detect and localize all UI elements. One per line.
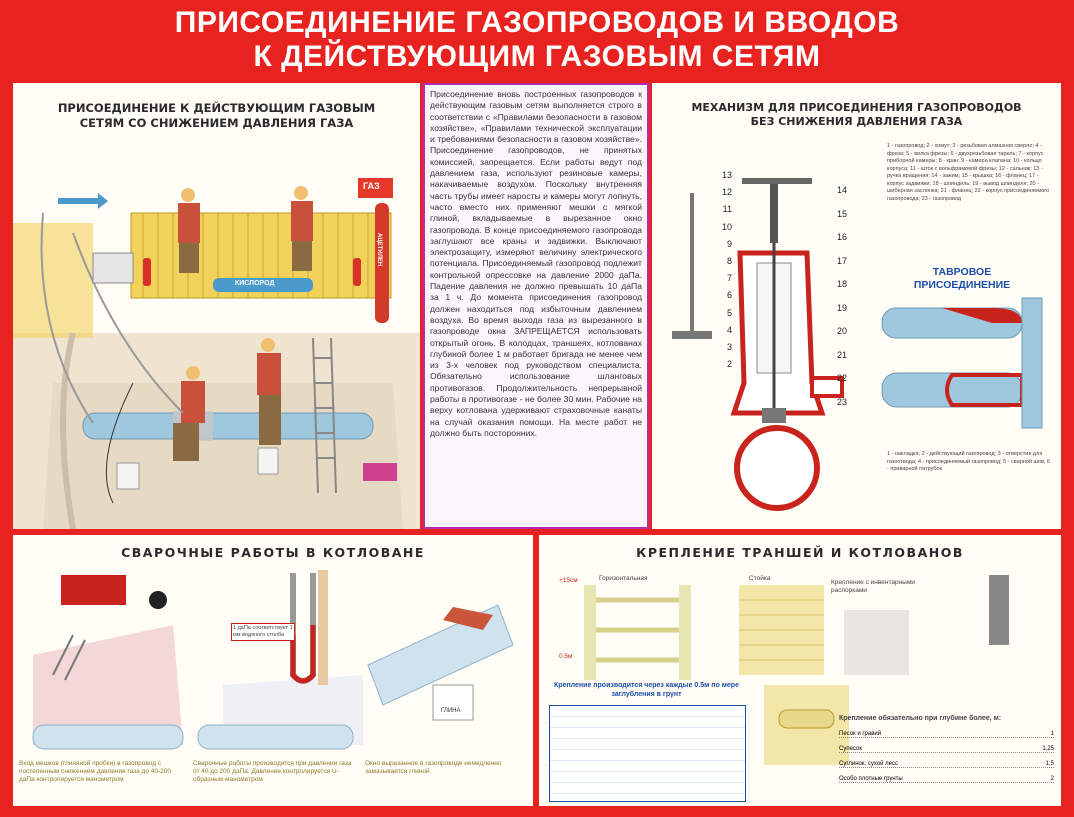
poster-title-line1: ПРИСОЕДИНЕНИЕ ГАЗОПРОВОДОВ И ВВОДОВ: [174, 6, 900, 39]
shoring-table: [549, 705, 746, 802]
label-post: Стойка: [749, 575, 771, 582]
panel-welding: Сварочные работы в котловане ГЛИНА 1 даП…: [13, 535, 533, 806]
mechanism-diagram: [672, 178, 1043, 511]
label-acetylene: АЦЕТИЛЕН: [376, 233, 382, 267]
poster-title: ПРИСОЕДИНЕНИЕ ГАЗОПРОВОДОВ И ВВОДОВ К ДЕ…: [0, 6, 1074, 74]
panel1-header: Присоединение к действующим газовым сетя…: [57, 101, 376, 130]
welding-caption-2: Сварочные работы производятся при давлен…: [193, 760, 352, 783]
tee-legend: 1 - накладка; 2 - действующий газопровод…: [887, 451, 1050, 472]
dim-1: +15см: [559, 577, 578, 584]
shoring-illustration: [584, 575, 1009, 765]
panel3-header: Механизм для присоединения газопроводов …: [691, 101, 1022, 128]
shoring-note: Крепление производится через каждые 0.5м…: [554, 682, 739, 698]
instruction-text: Присоединение вновь построенных газопров…: [423, 83, 649, 529]
mechanism-numbers-right: 14 15 16 17 18 19 20 21 22 23: [837, 185, 848, 407]
label-spacers: Крепление с инвентарными распорками: [831, 579, 915, 594]
panel-pressure-reduction: Присоединение к действующим газовым сетя…: [13, 83, 420, 529]
gauge-label: 1 даПа соответствует 1 мм водяного столб…: [231, 623, 295, 641]
welding-caption-1: Вход мешков (глиняной пробки) в газопров…: [19, 760, 171, 783]
depth-table: Крепление обязательно при глубине более,…: [839, 715, 1054, 783]
clay-label: ГЛИНА: [441, 708, 461, 714]
dim-2: 0.5м: [559, 653, 573, 660]
poster-title-line2: К ДЕЙСТВУЮЩИМ ГАЗОВЫМ СЕТЯМ: [253, 40, 821, 73]
excavation-illustration: [13, 178, 420, 529]
tee-title: ТАВРОВОЕ ПРИСОЕДИНЕНИЕ: [913, 266, 1011, 291]
panel-mechanism: Механизм для присоединения газопроводов …: [652, 83, 1061, 529]
welding-caption-3: Окно вырезанное в газопроводе немедленно…: [365, 760, 502, 775]
panel4-header: Сварочные работы в котловане: [121, 545, 425, 560]
mechanism-legend: 1 - газопровод; 2 - хомут; 3 - резьбовая…: [887, 143, 1050, 202]
depth-title: Крепление обязательно при глубине более,…: [839, 715, 1002, 722]
welding-illustration: [32, 570, 514, 750]
label-horizontal: Горизонтальная: [599, 575, 648, 582]
mechanism-numbers-left: 13 12 11 10 9 8 7 6 5 4 3 2: [721, 170, 732, 370]
label-oxygen: КИСЛОРОД: [235, 280, 275, 287]
sign-gas: ГАЗ: [363, 181, 380, 191]
panel5-header: Крепление траншей и котлованов: [636, 545, 964, 560]
panel-shoring: Крепление траншей и котлованов Крепление…: [539, 535, 1061, 806]
